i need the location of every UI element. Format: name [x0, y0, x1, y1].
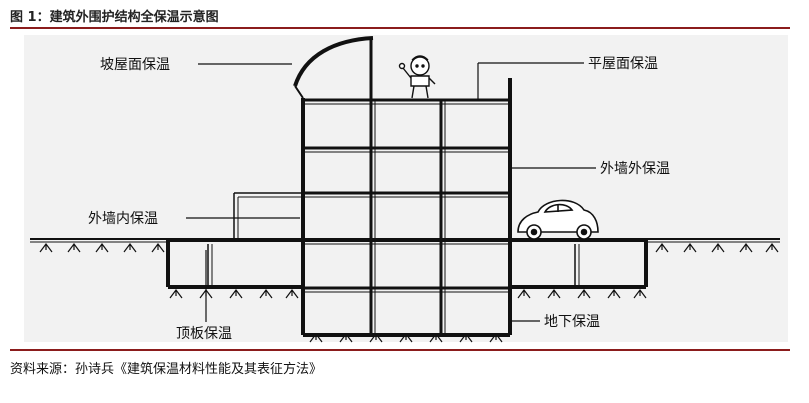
ground-line	[30, 238, 780, 243]
waving-person-icon	[398, 55, 436, 99]
car-icon	[517, 199, 599, 240]
label-slope-roof: 坡屋面保温	[100, 57, 170, 73]
bottom-divider	[10, 349, 790, 351]
label-flat-roof: 平屋面保温	[588, 56, 658, 72]
label-roof-slab: 顶板保温	[176, 326, 232, 342]
figure-source: 资料来源：孙诗兵《建筑保温材料性能及其表征方法》	[10, 362, 323, 377]
label-exterior-wall-inner: 外墙内保温	[88, 211, 158, 227]
building-structure	[166, 36, 648, 337]
top-divider	[10, 27, 790, 29]
label-underground: 地下保温	[544, 314, 600, 330]
ground-hatch-icon	[39, 243, 779, 343]
figure-title: 图 1：建筑外围护结构全保温示意图	[10, 10, 219, 25]
diagram-panel	[24, 35, 788, 342]
label-exterior-wall-outer: 外墙外保温	[600, 161, 670, 177]
leader-lines	[186, 62, 596, 322]
